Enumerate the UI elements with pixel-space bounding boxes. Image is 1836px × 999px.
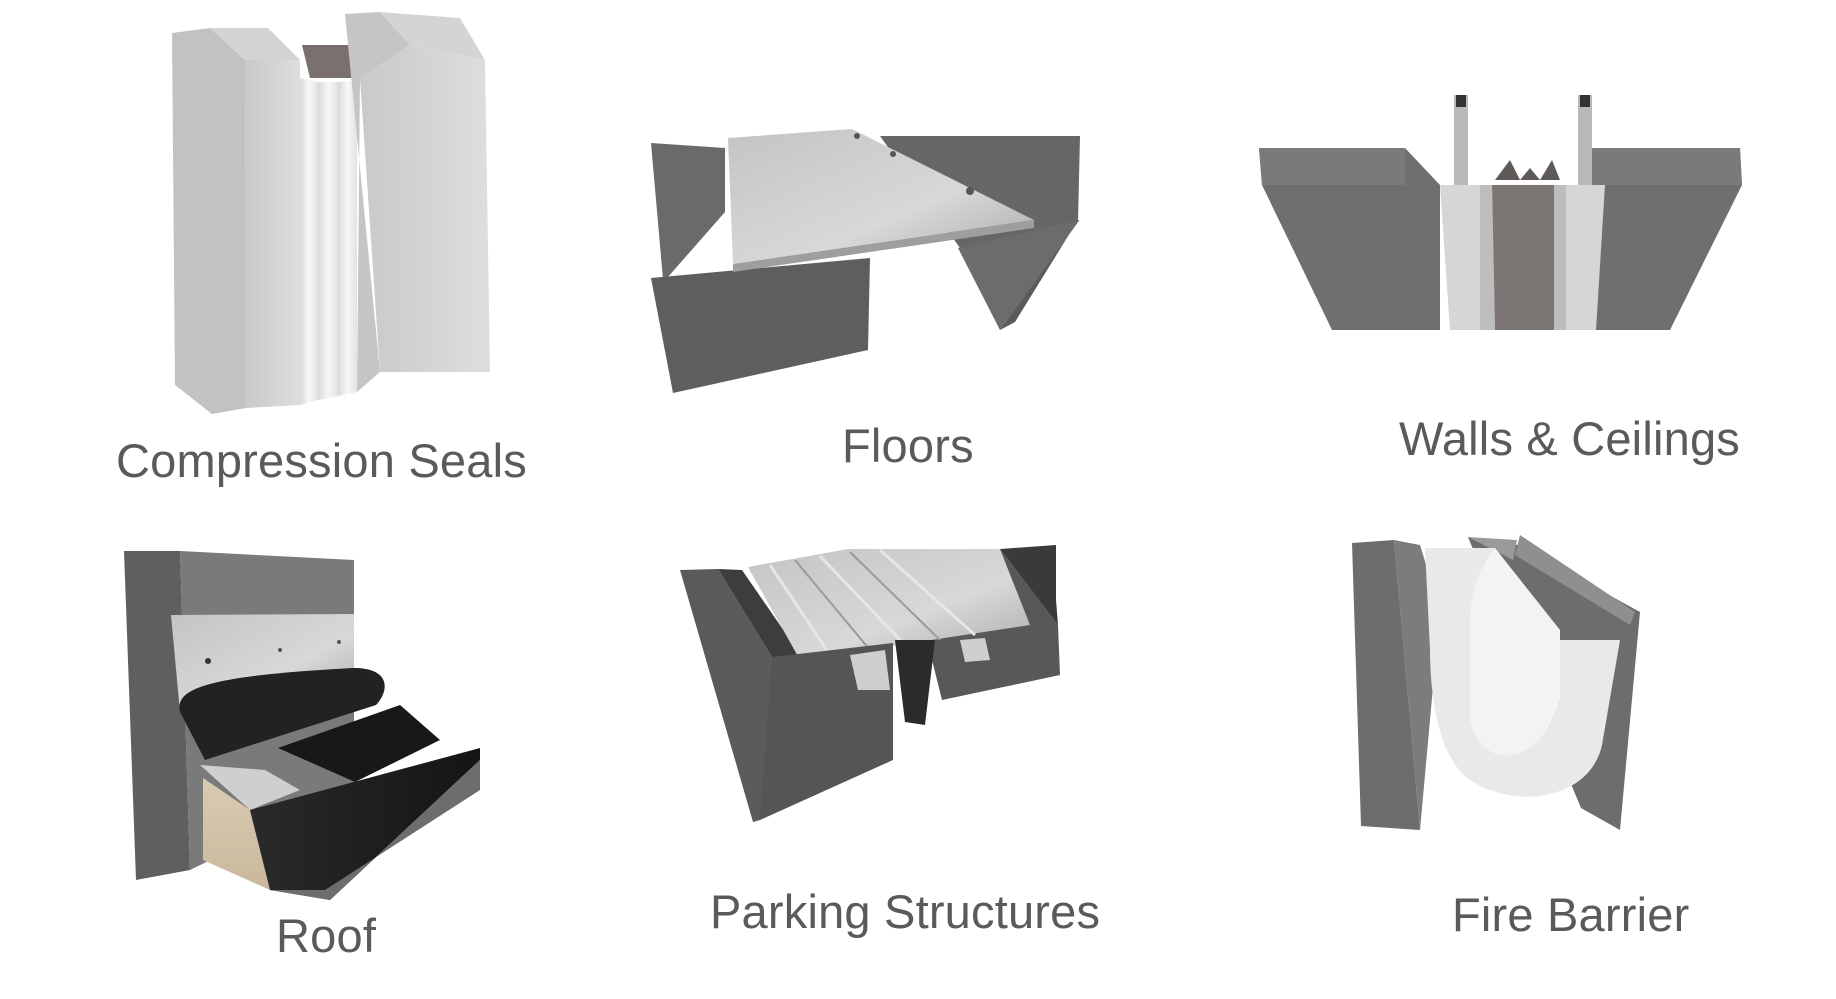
parking-structures-illustration[interactable] <box>680 545 1060 822</box>
compression-seals-illustration[interactable] <box>172 12 490 414</box>
fire-barrier-illustration[interactable] <box>1352 535 1640 830</box>
product-label: Roof <box>276 909 377 962</box>
product-label: Walls & Ceilings <box>1399 412 1740 465</box>
product-label: Parking Structures <box>710 885 1101 938</box>
product-label: Compression Seals <box>116 434 527 487</box>
floors-illustration[interactable] <box>651 129 1080 393</box>
product-label: Fire Barrier <box>1452 888 1690 941</box>
walls-ceilings-illustration[interactable] <box>1259 95 1742 330</box>
product-label: Floors <box>842 419 974 472</box>
roof-illustration[interactable] <box>124 551 480 900</box>
